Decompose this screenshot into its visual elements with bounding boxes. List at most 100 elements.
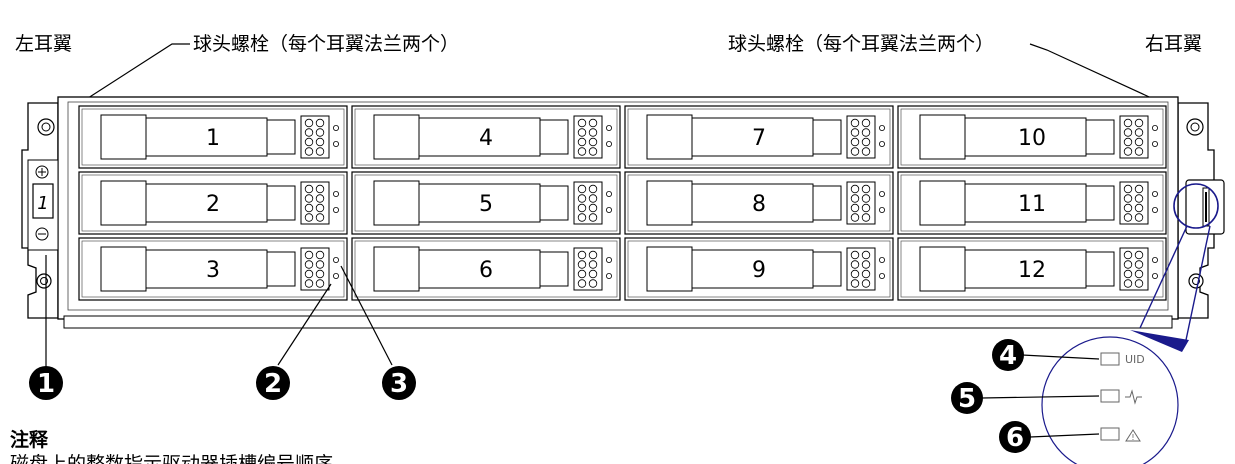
zoom-connector-left [1139, 225, 1188, 329]
ball-bolt-right-bottom [1188, 273, 1204, 289]
drive-handle[interactable] [373, 180, 420, 226]
svg-text:1: 1 [37, 369, 55, 399]
bay-number: 12 [1018, 258, 1046, 283]
drive-activity-led [1152, 256, 1159, 263]
svg-text:4: 4 [999, 341, 1017, 371]
drive-fault-led [332, 140, 339, 147]
bay-number: 3 [206, 258, 220, 283]
drive-fault-led [1152, 140, 1159, 147]
drive-bay-9[interactable]: 9 [624, 237, 894, 301]
bay-number: 6 [479, 258, 493, 283]
note-title: 注释 [10, 428, 49, 451]
led-module [1173, 179, 1225, 235]
drive-handle[interactable] [919, 246, 966, 292]
drive-bay-10[interactable]: 10 [897, 105, 1167, 169]
svg-text:5: 5 [958, 384, 976, 414]
drive-bay-1[interactable]: 1 [78, 105, 348, 169]
callout-4: 4 [992, 339, 1024, 371]
drive-fault-led [1152, 272, 1159, 279]
callout-6: 6 [999, 421, 1031, 453]
enclosure-id-panel: 1 [27, 159, 59, 251]
callout-2-leader [277, 283, 332, 366]
warning-icon [1125, 429, 1141, 442]
led-fault: ! [1100, 427, 1141, 442]
drive-bay-11[interactable]: 11 [897, 171, 1167, 235]
svg-text:!: ! [1131, 433, 1134, 442]
drive-activity-led [879, 190, 886, 197]
drive-fault-led [606, 140, 613, 147]
drive-bay-5[interactable]: 5 [351, 171, 621, 235]
drive-fault-led [879, 272, 886, 279]
enclosure-id-display [32, 183, 54, 219]
bay-number: 10 [1018, 126, 1046, 151]
svg-text:2: 2 [264, 369, 282, 399]
drive-bay-8[interactable]: 8 [624, 171, 894, 235]
bay-number: 11 [1018, 192, 1046, 217]
ball-bolt-right-top [1186, 118, 1204, 136]
left-ear-label: 左耳翼 [15, 33, 72, 55]
uid-icon: UID [1125, 353, 1145, 366]
drive-bay-6[interactable]: 6 [351, 237, 621, 301]
ball-bolt-label-right: 球头螺栓（每个耳翼法兰两个） [728, 33, 994, 55]
drive-fault-led [606, 272, 613, 279]
drive-activity-led [1152, 125, 1159, 132]
led-module-zoom-ring [1173, 183, 1219, 229]
callout-1: 1 [29, 366, 63, 400]
drive-fault-led [1152, 206, 1159, 213]
bay-number: 8 [752, 192, 766, 217]
note-body: 磁盘上的整数指示驱动器插槽编号顺序 [10, 453, 333, 464]
ball-bolt-left-bottom [36, 273, 52, 289]
drive-activity-led [879, 256, 886, 263]
bay-number: 7 [752, 126, 766, 151]
callout-3: 3 [382, 366, 416, 400]
drive-bays: 1 4 7 10 2 5 8 11 3 6 9 12 [78, 105, 1167, 301]
drive-bay-7[interactable]: 7 [624, 105, 894, 169]
bay-number: 1 [206, 126, 220, 151]
bay-number: 9 [752, 258, 766, 283]
drive-fault-led [606, 206, 613, 213]
bay-number: 5 [479, 192, 493, 217]
bay-number: 2 [206, 192, 220, 217]
drive-handle[interactable] [919, 180, 966, 226]
drive-activity-led [606, 256, 613, 263]
drive-bay-4[interactable]: 4 [351, 105, 621, 169]
drive-handle[interactable] [100, 246, 147, 292]
led-uid: UID [1100, 352, 1145, 366]
drive-handle[interactable] [646, 246, 693, 292]
callout-3-leader [340, 265, 393, 366]
drive-handle[interactable] [919, 114, 966, 160]
drive-handle[interactable] [646, 114, 693, 160]
zoom-connector-right [1185, 225, 1211, 341]
svg-text:3: 3 [390, 369, 408, 399]
drive-activity-led [1152, 190, 1159, 197]
drive-handle[interactable] [373, 114, 420, 160]
drive-activity-led [606, 125, 613, 132]
drive-bay-2[interactable]: 2 [78, 171, 348, 235]
drive-activity-led [332, 256, 339, 263]
drive-handle[interactable] [373, 246, 420, 292]
drive-handle[interactable] [100, 180, 147, 226]
callout-2: 2 [256, 366, 290, 400]
led-heartbeat [1100, 389, 1142, 405]
drive-activity-led [879, 125, 886, 132]
drive-activity-led [332, 125, 339, 132]
drive-handle[interactable] [646, 180, 693, 226]
drive-handle[interactable] [100, 114, 147, 160]
callout-6-leader [1029, 433, 1100, 438]
bay-number: 4 [479, 126, 493, 151]
drive-bay-12[interactable]: 12 [897, 237, 1167, 301]
drive-bay-3[interactable]: 3 [78, 237, 348, 301]
heartbeat-icon [1125, 389, 1142, 405]
ball-bolt-label-left: 球头螺栓（每个耳翼法兰两个） [193, 33, 459, 55]
ball-bolt-left-top [37, 118, 55, 136]
ball-bolt-leader-left [56, 43, 190, 119]
chassis-bottom-lip [63, 315, 1173, 329]
callout-5-leader [981, 395, 1100, 399]
callout-5: 5 [951, 382, 983, 414]
drive-fault-led [879, 206, 886, 213]
drive-fault-led [332, 272, 339, 279]
enclosure-id-digit: 1 [37, 193, 48, 214]
ball-bolt-leader-right [1029, 43, 1196, 119]
drive-activity-led [332, 190, 339, 197]
